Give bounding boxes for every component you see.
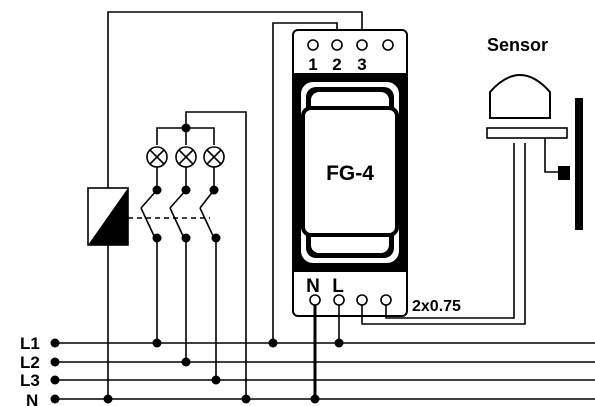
lamp-symbol (203, 146, 225, 168)
junction-dot (152, 338, 162, 348)
lamp-to-blade (169, 189, 187, 209)
junction-dot (241, 394, 251, 404)
wire-coil-to-terminal-3 (107, 11, 363, 188)
sensor-cable: 2x0.75 (361, 143, 526, 325)
junction-dot (103, 394, 113, 404)
sensor: Sensor (486, 35, 583, 230)
fg4-supply-wiring (310, 305, 344, 404)
junction-dot (268, 338, 278, 348)
terminal-label-2: 2 (332, 55, 341, 74)
bus-label-l1: L1 (20, 334, 40, 353)
terminal-bottom-l (333, 294, 345, 306)
terminal-bottom (380, 294, 392, 306)
sensor-bracket (544, 138, 560, 173)
sensor-bracket-clip (558, 166, 570, 180)
bus-n-terminal-dot (50, 394, 60, 404)
lamps (140, 111, 247, 399)
contactor-blade-1 (140, 207, 156, 239)
terminal-label-3: 3 (357, 55, 366, 74)
junction-dot (310, 394, 320, 404)
sensor-cable-wire (361, 143, 526, 325)
terminal-top (307, 39, 319, 51)
lamp-to-blade (140, 189, 158, 209)
lamp-to-blade (199, 189, 215, 209)
terminal-bottom-n (309, 294, 321, 306)
terminal-label-n: N (306, 276, 320, 297)
bus-label-l2: L2 (20, 353, 40, 372)
bus-label-n: N (26, 391, 38, 406)
sensor-wall (575, 98, 583, 230)
contactor-blade-3 (199, 207, 215, 239)
terminal-top (331, 39, 343, 51)
bus-bars: L1 L2 L3 N (20, 334, 595, 406)
lamp-symbol (146, 146, 168, 168)
terminal-label-l: L (332, 276, 344, 297)
fg4-label-plate (301, 106, 399, 237)
phase-drops (103, 238, 278, 404)
junction-dot (211, 375, 221, 385)
lamp-symbol (175, 146, 197, 168)
junction-dot (181, 357, 191, 367)
lamp-neutral-wire (185, 111, 247, 399)
sensor-label: Sensor (487, 35, 548, 55)
fg4-device: FG-4 1 2 3 N L (292, 29, 408, 317)
fg4-name: FG-4 (326, 162, 374, 185)
contactor-blade-2 (169, 207, 185, 239)
bus-l1-terminal-dot (50, 338, 60, 348)
contactor-coil-fill (88, 188, 128, 245)
terminal-top (382, 39, 394, 51)
bus-l3-terminal-dot (50, 375, 60, 385)
cable-spec-label: 2x0.75 (412, 298, 461, 315)
sensor-cable-wire (385, 143, 515, 319)
terminal-top (356, 39, 368, 51)
sensor-mount-plate (486, 127, 568, 139)
contactor (87, 187, 221, 246)
bus-l2-terminal-dot (50, 357, 60, 367)
terminal-bottom (356, 294, 368, 306)
junction-dot (334, 338, 344, 348)
bus-label-l3: L3 (20, 371, 40, 390)
sensor-dome (489, 74, 551, 119)
terminal-label-1: 1 (308, 55, 317, 74)
